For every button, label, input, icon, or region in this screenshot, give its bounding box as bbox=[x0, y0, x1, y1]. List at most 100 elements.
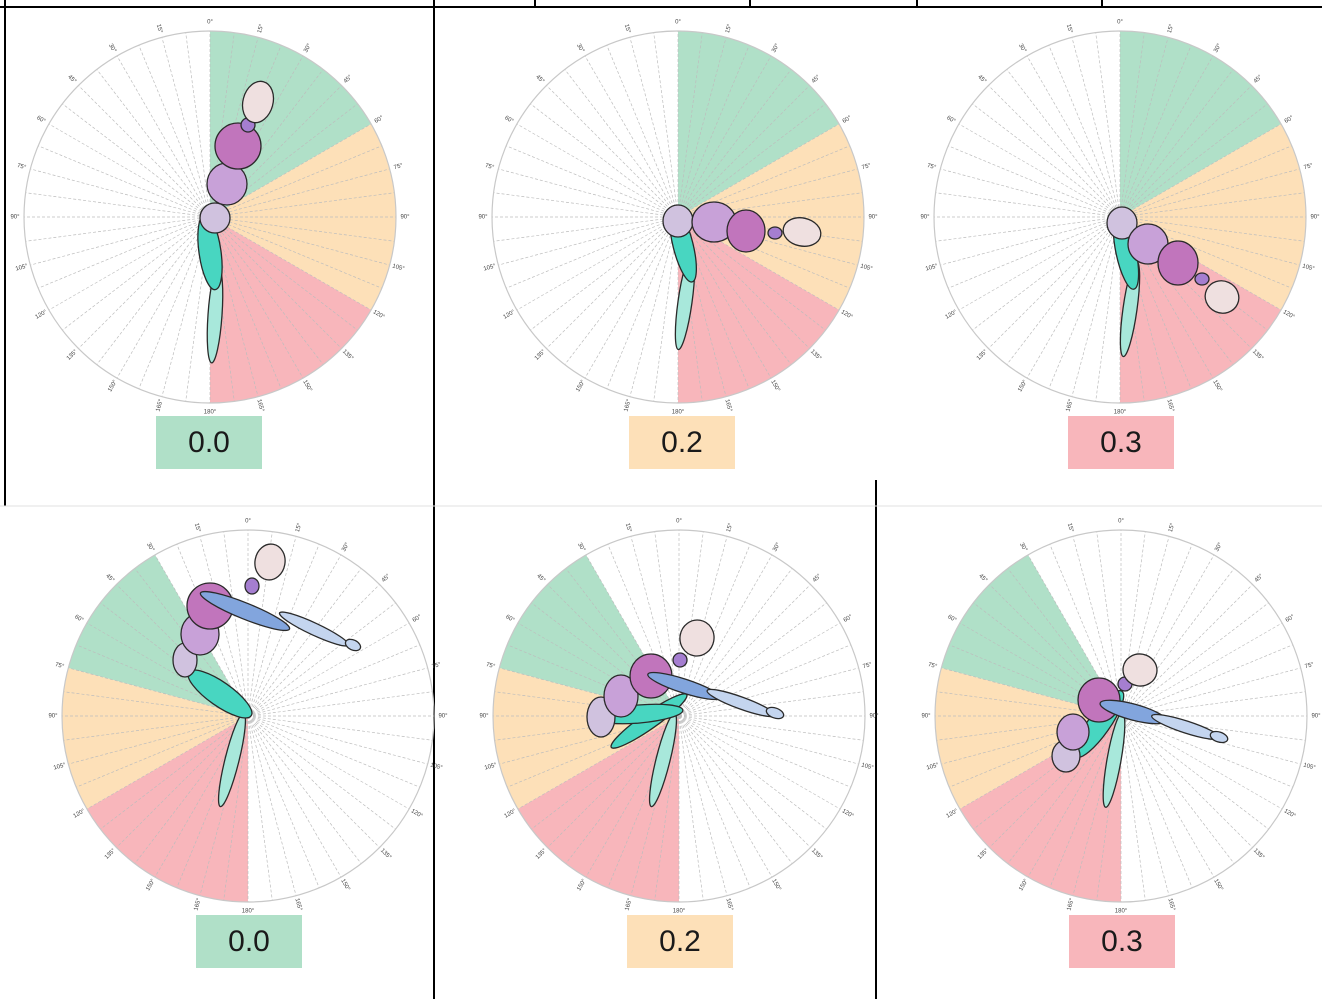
radial-gridline bbox=[38, 216, 211, 289]
radial-gridline bbox=[1120, 715, 1170, 896]
radial-gridline bbox=[565, 715, 680, 864]
angle-label: 165° bbox=[156, 398, 165, 412]
radial-gridline bbox=[1119, 69, 1234, 218]
angle-label: 105° bbox=[53, 762, 67, 771]
angle-label: 120° bbox=[504, 808, 518, 820]
radial-gridline bbox=[678, 715, 864, 741]
angle-label: 135° bbox=[809, 349, 822, 362]
angle-label: 30° bbox=[1213, 42, 1223, 53]
radial-gridline bbox=[678, 715, 811, 848]
radial-gridline bbox=[247, 691, 433, 717]
radial-gridline bbox=[517, 715, 680, 810]
radial-gridline bbox=[988, 216, 1121, 349]
radial-gridline bbox=[1119, 123, 1282, 218]
angle-label: 45° bbox=[976, 74, 987, 85]
angle-label: 90° bbox=[1311, 714, 1321, 720]
radial-gridline bbox=[247, 644, 420, 717]
radial-gridline bbox=[134, 715, 249, 864]
radial-gridline bbox=[209, 216, 304, 379]
angle-label: 150° bbox=[1018, 878, 1030, 892]
radial-gridline bbox=[247, 667, 428, 717]
radial-gridline bbox=[30, 216, 211, 266]
radial-gridline bbox=[498, 216, 679, 266]
radial-gridline bbox=[209, 168, 390, 218]
body-figure bbox=[1106, 206, 1240, 358]
radial-gridline bbox=[972, 216, 1121, 331]
angle-label: 135° bbox=[341, 349, 354, 362]
angle-label: 150° bbox=[575, 379, 587, 393]
figure-head bbox=[254, 543, 286, 581]
angle-label: 150° bbox=[1212, 878, 1224, 892]
radial-gridline bbox=[116, 216, 211, 379]
figure-chest bbox=[726, 209, 766, 253]
radial-gridline bbox=[677, 32, 703, 218]
angle-label: 135° bbox=[66, 348, 79, 361]
protractor-circle bbox=[934, 529, 1308, 903]
body-figure bbox=[197, 80, 275, 364]
radial-gridline bbox=[209, 216, 342, 349]
angle-label: 0° bbox=[1118, 519, 1124, 525]
angle-label: 165° bbox=[293, 898, 302, 912]
angle-label: 30° bbox=[576, 542, 586, 553]
angle-label: 0° bbox=[245, 519, 251, 525]
panel-top-bent-high: 0°15°15°30°30°45°45°60°60°75°75°90°90°10… bbox=[920, 20, 1320, 416]
angle-label: 90° bbox=[400, 215, 410, 221]
radial-gridline bbox=[116, 715, 249, 848]
radial-gridline bbox=[564, 69, 679, 218]
radial-gridline bbox=[247, 622, 410, 717]
radial-gridline bbox=[1119, 145, 1292, 218]
angle-label: 60° bbox=[945, 115, 956, 125]
radial-gridline bbox=[972, 103, 1121, 218]
angle-label: 60° bbox=[842, 115, 853, 125]
radial-gridline bbox=[584, 55, 679, 218]
angle-label: 165° bbox=[255, 399, 264, 413]
angle-label: 60° bbox=[946, 614, 957, 624]
radial-gridline bbox=[1007, 715, 1122, 864]
radial-gridline bbox=[1095, 32, 1121, 218]
sector-red bbox=[86, 716, 249, 902]
radial-gridline bbox=[247, 584, 380, 717]
radial-gridline bbox=[247, 715, 342, 878]
radial-gridline bbox=[678, 715, 793, 864]
radial-gridline bbox=[209, 216, 358, 331]
radial-gridline bbox=[247, 715, 420, 788]
radial-gridline bbox=[629, 37, 679, 218]
angle-label: 15° bbox=[1167, 23, 1175, 34]
angle-label: 165° bbox=[724, 898, 733, 912]
radial-gridline bbox=[1120, 667, 1301, 717]
angle-label: 135° bbox=[977, 847, 990, 860]
sector-red bbox=[517, 716, 679, 902]
radial-gridline bbox=[516, 216, 679, 311]
angle-label: 75° bbox=[862, 662, 873, 670]
radial-gridline bbox=[38, 145, 211, 218]
radial-gridline bbox=[25, 216, 211, 242]
angle-label: 75° bbox=[393, 163, 404, 171]
angle-label: 165° bbox=[624, 398, 633, 412]
radial-gridline bbox=[678, 715, 728, 896]
figure-pelvis bbox=[662, 204, 694, 238]
angle-label: 105° bbox=[859, 264, 873, 273]
radial-gridline bbox=[564, 216, 679, 365]
angle-label: 120° bbox=[946, 808, 960, 820]
angle-label: 30° bbox=[303, 42, 313, 53]
angle-label: 135° bbox=[976, 348, 989, 361]
risk-score-label: 0.2 bbox=[629, 416, 735, 469]
radial-gridline bbox=[199, 536, 249, 717]
panel-top-standing-low: 0°15°15°30°30°45°45°60°60°75°75°90°90°10… bbox=[10, 20, 410, 416]
figure-upper-arm bbox=[199, 590, 291, 632]
angle-label: 15° bbox=[623, 24, 631, 35]
angle-label: 15° bbox=[295, 522, 303, 533]
figure-chest bbox=[1157, 240, 1199, 286]
angle-label: 135° bbox=[104, 847, 117, 860]
angle-label: 75° bbox=[861, 163, 872, 171]
radial-gridline bbox=[1120, 715, 1253, 848]
radial-gridline bbox=[678, 715, 827, 830]
radial-gridline bbox=[546, 216, 679, 349]
angle-label: 75° bbox=[1303, 163, 1314, 171]
radial-gridline bbox=[678, 715, 841, 810]
radial-gridline bbox=[677, 85, 810, 218]
radial-gridline bbox=[516, 123, 679, 218]
angle-label: 15° bbox=[1168, 522, 1176, 533]
radial-gridline bbox=[1006, 216, 1121, 365]
